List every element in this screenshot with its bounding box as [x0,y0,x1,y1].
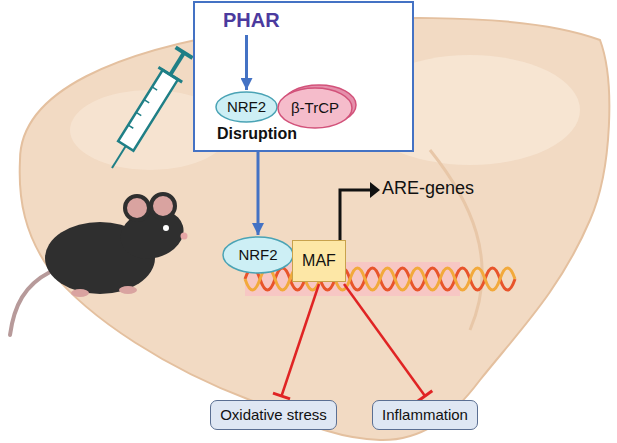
gene-label: ARE-genes [382,178,474,199]
node-text: MAF [302,252,336,270]
outcome-box: Inflammation [372,400,478,430]
syringe-needle [112,146,126,168]
inhibition-line-group [273,284,319,399]
syringe-marks [128,87,157,128]
ellipse-fill [216,92,277,122]
dna-strand [245,268,515,290]
node-text: β-TrCP [291,99,339,116]
mouse-foot [71,289,89,297]
mouse-ear [151,194,175,218]
inhibition-bar [273,393,290,399]
protein-box: MAF [292,240,346,282]
transcription-arrow [340,182,380,262]
protein-ellipse: β-TrCP [277,87,353,129]
mouse-ear [125,196,149,220]
syringe-plunger [170,53,184,75]
mouse-eye [163,225,169,231]
inhibition-line [344,284,425,396]
dna-strand [245,268,515,290]
outcome-box: Oxidative stress [210,400,337,430]
node-text: NRF2 [227,98,266,115]
dna-helix [245,262,515,296]
syringe-icon [100,45,196,175]
activation-arrow [245,35,248,90]
target-box: PHAR Disruption NRF2 β-TrCP [193,1,414,152]
activation-arrow [257,152,260,235]
node-text: Oxidative stress [220,406,327,423]
process-label: Disruption [217,125,297,143]
mouse-figure [10,194,189,335]
liver-fissure [430,150,482,330]
compound-name: PHAR [223,9,280,32]
mouse-tail [10,272,50,335]
node-text: Inflammation [382,406,468,423]
protein-ellipse: NRF2 [215,91,278,123]
syringe-thumb [176,47,193,58]
protein-ellipse: NRF2 [222,236,294,274]
mouse-foot [119,286,137,294]
inhibition-line [282,284,320,396]
mouse-nose [181,233,188,240]
node-text: NRF2 [238,246,277,263]
inhibition-line-group [344,284,432,401]
ellipse-fill [278,88,352,128]
syringe-flange [158,67,182,82]
ellipse-fill [223,237,293,273]
activation-arrow-group [258,152,259,235]
transcription-head [370,182,380,198]
syringe-barrel [118,70,178,151]
